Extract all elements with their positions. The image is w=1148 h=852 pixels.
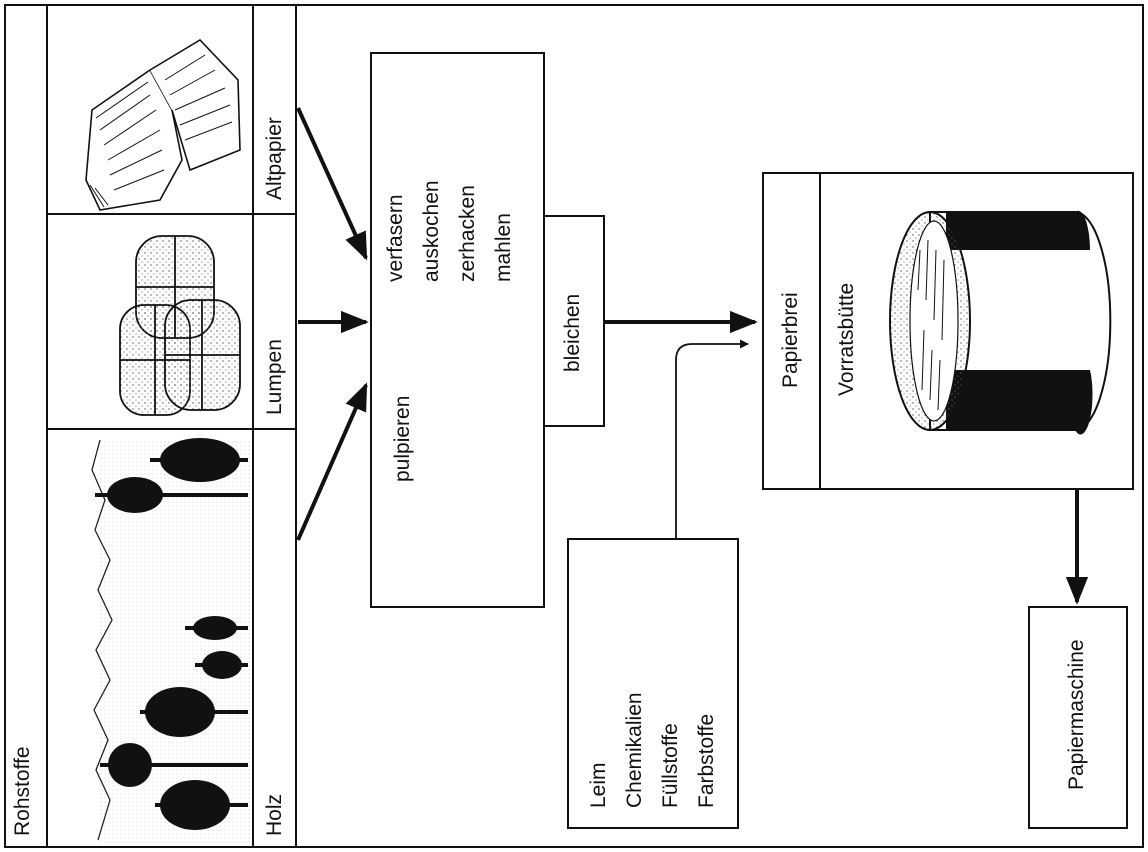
raw-material-label-altpapier: Altpapier [263, 117, 286, 200]
additive-fuellstoffe: Füllstoffe [659, 723, 682, 808]
rag-bales-illustration-icon [119, 235, 241, 416]
raw-material-label-lumpen: Lumpen [263, 339, 286, 415]
storage-box [762, 172, 1134, 490]
process-step-auskochen: auskochen [420, 180, 443, 282]
process-step-mahlen: mahlen [492, 213, 515, 282]
raw-material-label-holz: Holz [263, 793, 286, 836]
forest-illustration-icon [91, 438, 250, 845]
storage-vat-icon [889, 210, 1112, 435]
additive-farbstoffe: Farbstoffe [695, 713, 718, 808]
process-step-zerhacken: zerhacken [456, 185, 479, 282]
additive-chemikalien: Chemikalien [623, 692, 646, 808]
output-box [1028, 606, 1128, 829]
diagram-frame [4, 4, 1144, 848]
additive-leim: Leim [587, 762, 610, 808]
header-title: Rohstoffe [11, 746, 34, 836]
waste-paper-stack-icon [85, 38, 241, 211]
bleach-box [543, 215, 605, 427]
storage-subtitle: Vorratsbütte [835, 282, 858, 396]
process-pulp-label: pulpieren [391, 395, 414, 482]
additives-box [567, 538, 739, 829]
process-box [370, 52, 545, 608]
storage-divider [819, 172, 821, 490]
storage-title: Papierbrei [779, 292, 802, 388]
process-step-verfasern: verfasern [384, 194, 407, 282]
output-label: Papiermaschine [1065, 639, 1088, 790]
bleach-label: bleichen [561, 293, 584, 372]
